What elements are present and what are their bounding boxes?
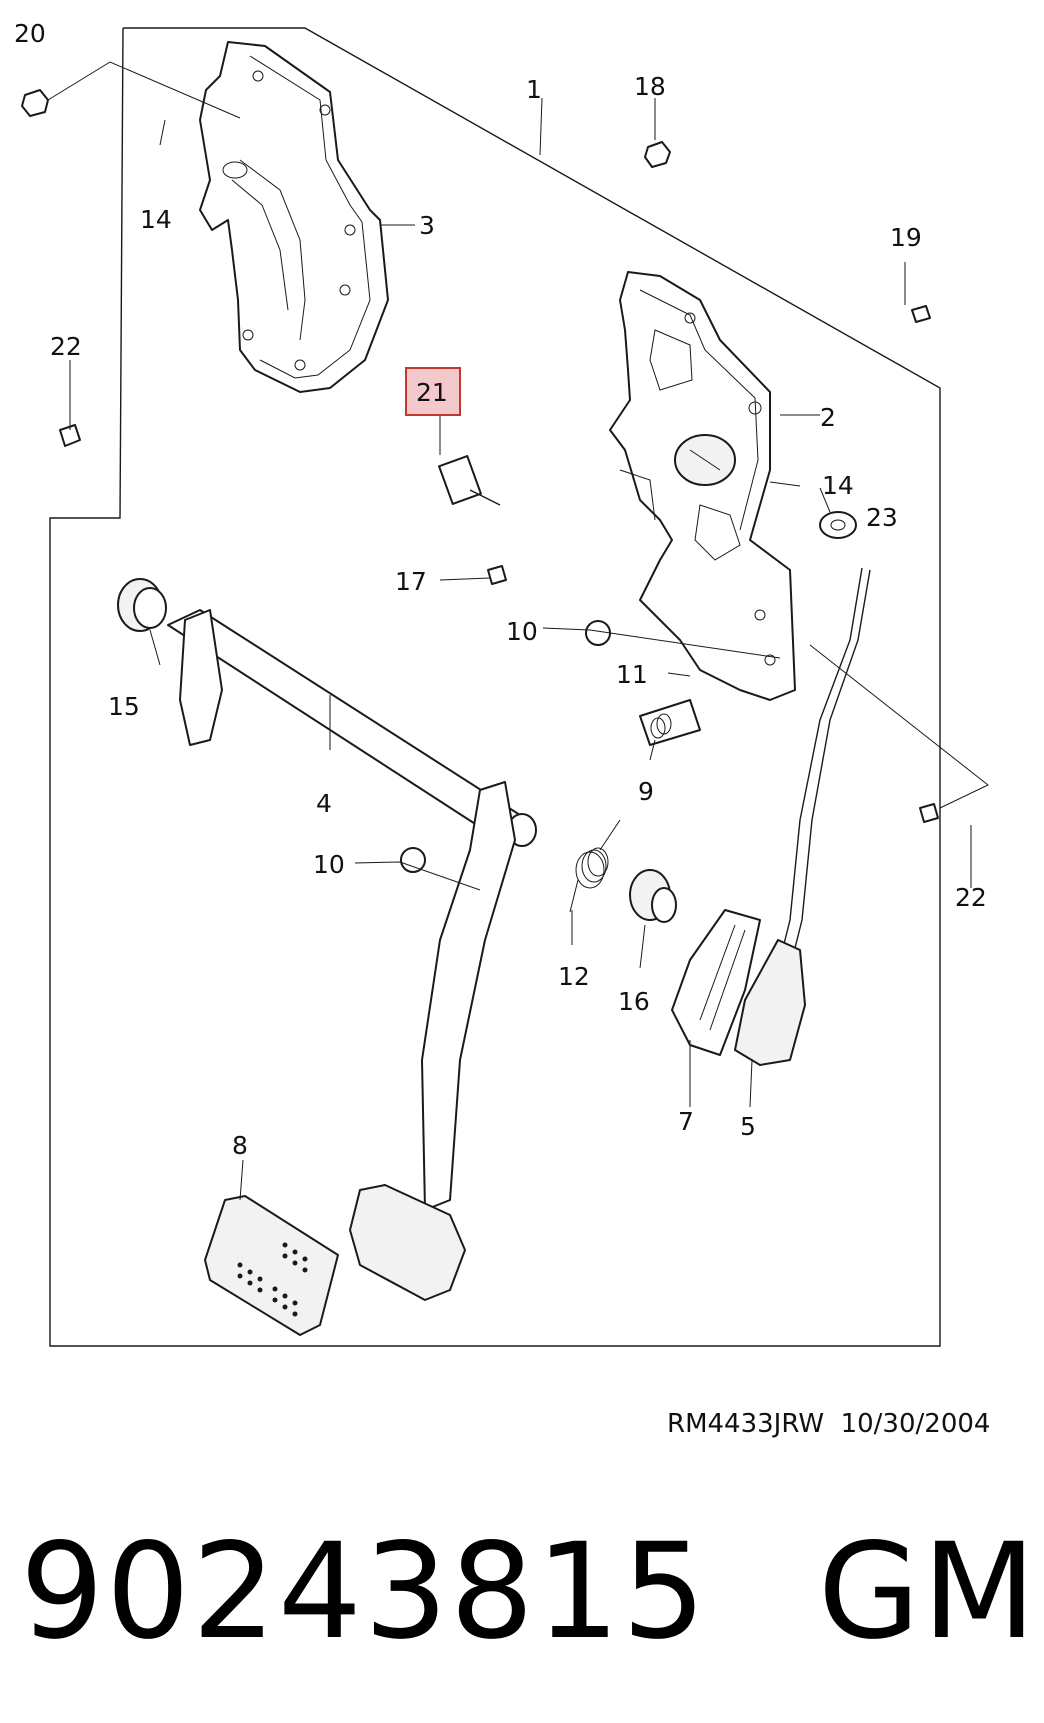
accelerator-pedal	[671, 567, 871, 1066]
brand-name: GM	[817, 1515, 1039, 1669]
callout-15: 15	[108, 692, 140, 721]
part-number-line: 90243815 GM	[20, 1515, 1038, 1669]
part-12-spring	[569, 819, 621, 913]
callout-4: 4	[316, 789, 332, 818]
callout-2: 2	[820, 403, 836, 432]
part-21-switch	[438, 455, 501, 506]
callout-23: 23	[866, 503, 898, 532]
part-8-pedal-pad	[204, 1195, 339, 1336]
callout-11: 11	[616, 660, 648, 689]
callout-20: 20	[14, 19, 46, 48]
part-3-bracket	[199, 41, 389, 393]
callout-5: 5	[740, 1112, 756, 1141]
callout-19: 19	[890, 223, 922, 252]
part-23-washer	[819, 511, 857, 539]
callout-14-right: 14	[822, 471, 854, 500]
part-4-shaft	[167, 609, 537, 847]
callout-16: 16	[618, 987, 650, 1016]
part-9-spring	[639, 699, 701, 746]
fastener-nuts	[21, 89, 939, 873]
callout-9: 9	[638, 777, 654, 806]
clutch-pedal-arm	[349, 781, 516, 1301]
callout-10-bottom: 10	[313, 850, 345, 879]
callout-labels: 20 1 18 14 3 19 22 21 2 14 23 17 10 11 1…	[14, 19, 987, 1160]
highlight-box-21	[405, 367, 461, 416]
part-16-bushing	[629, 869, 677, 923]
callout-10-top: 10	[506, 617, 538, 646]
part-2-bracket	[609, 271, 796, 701]
callout-22-right: 22	[955, 883, 987, 912]
part-number: 90243815	[20, 1515, 708, 1669]
callout-14-left: 14	[140, 205, 172, 234]
drawing-reference: RM4433JRW 10/30/2004	[667, 1409, 991, 1439]
callout-18: 18	[634, 72, 666, 101]
part-15-bushing	[117, 578, 167, 632]
leader-lines	[47, 61, 989, 1201]
callout-21: 21	[416, 378, 448, 407]
callout-1: 1	[526, 75, 542, 104]
callout-12: 12	[558, 962, 590, 991]
callout-17: 17	[395, 567, 427, 596]
callout-22-left: 22	[50, 332, 82, 361]
assembly-boundary	[49, 27, 941, 1347]
callout-3: 3	[419, 211, 435, 240]
callout-8: 8	[232, 1131, 248, 1160]
callout-7: 7	[678, 1107, 694, 1136]
